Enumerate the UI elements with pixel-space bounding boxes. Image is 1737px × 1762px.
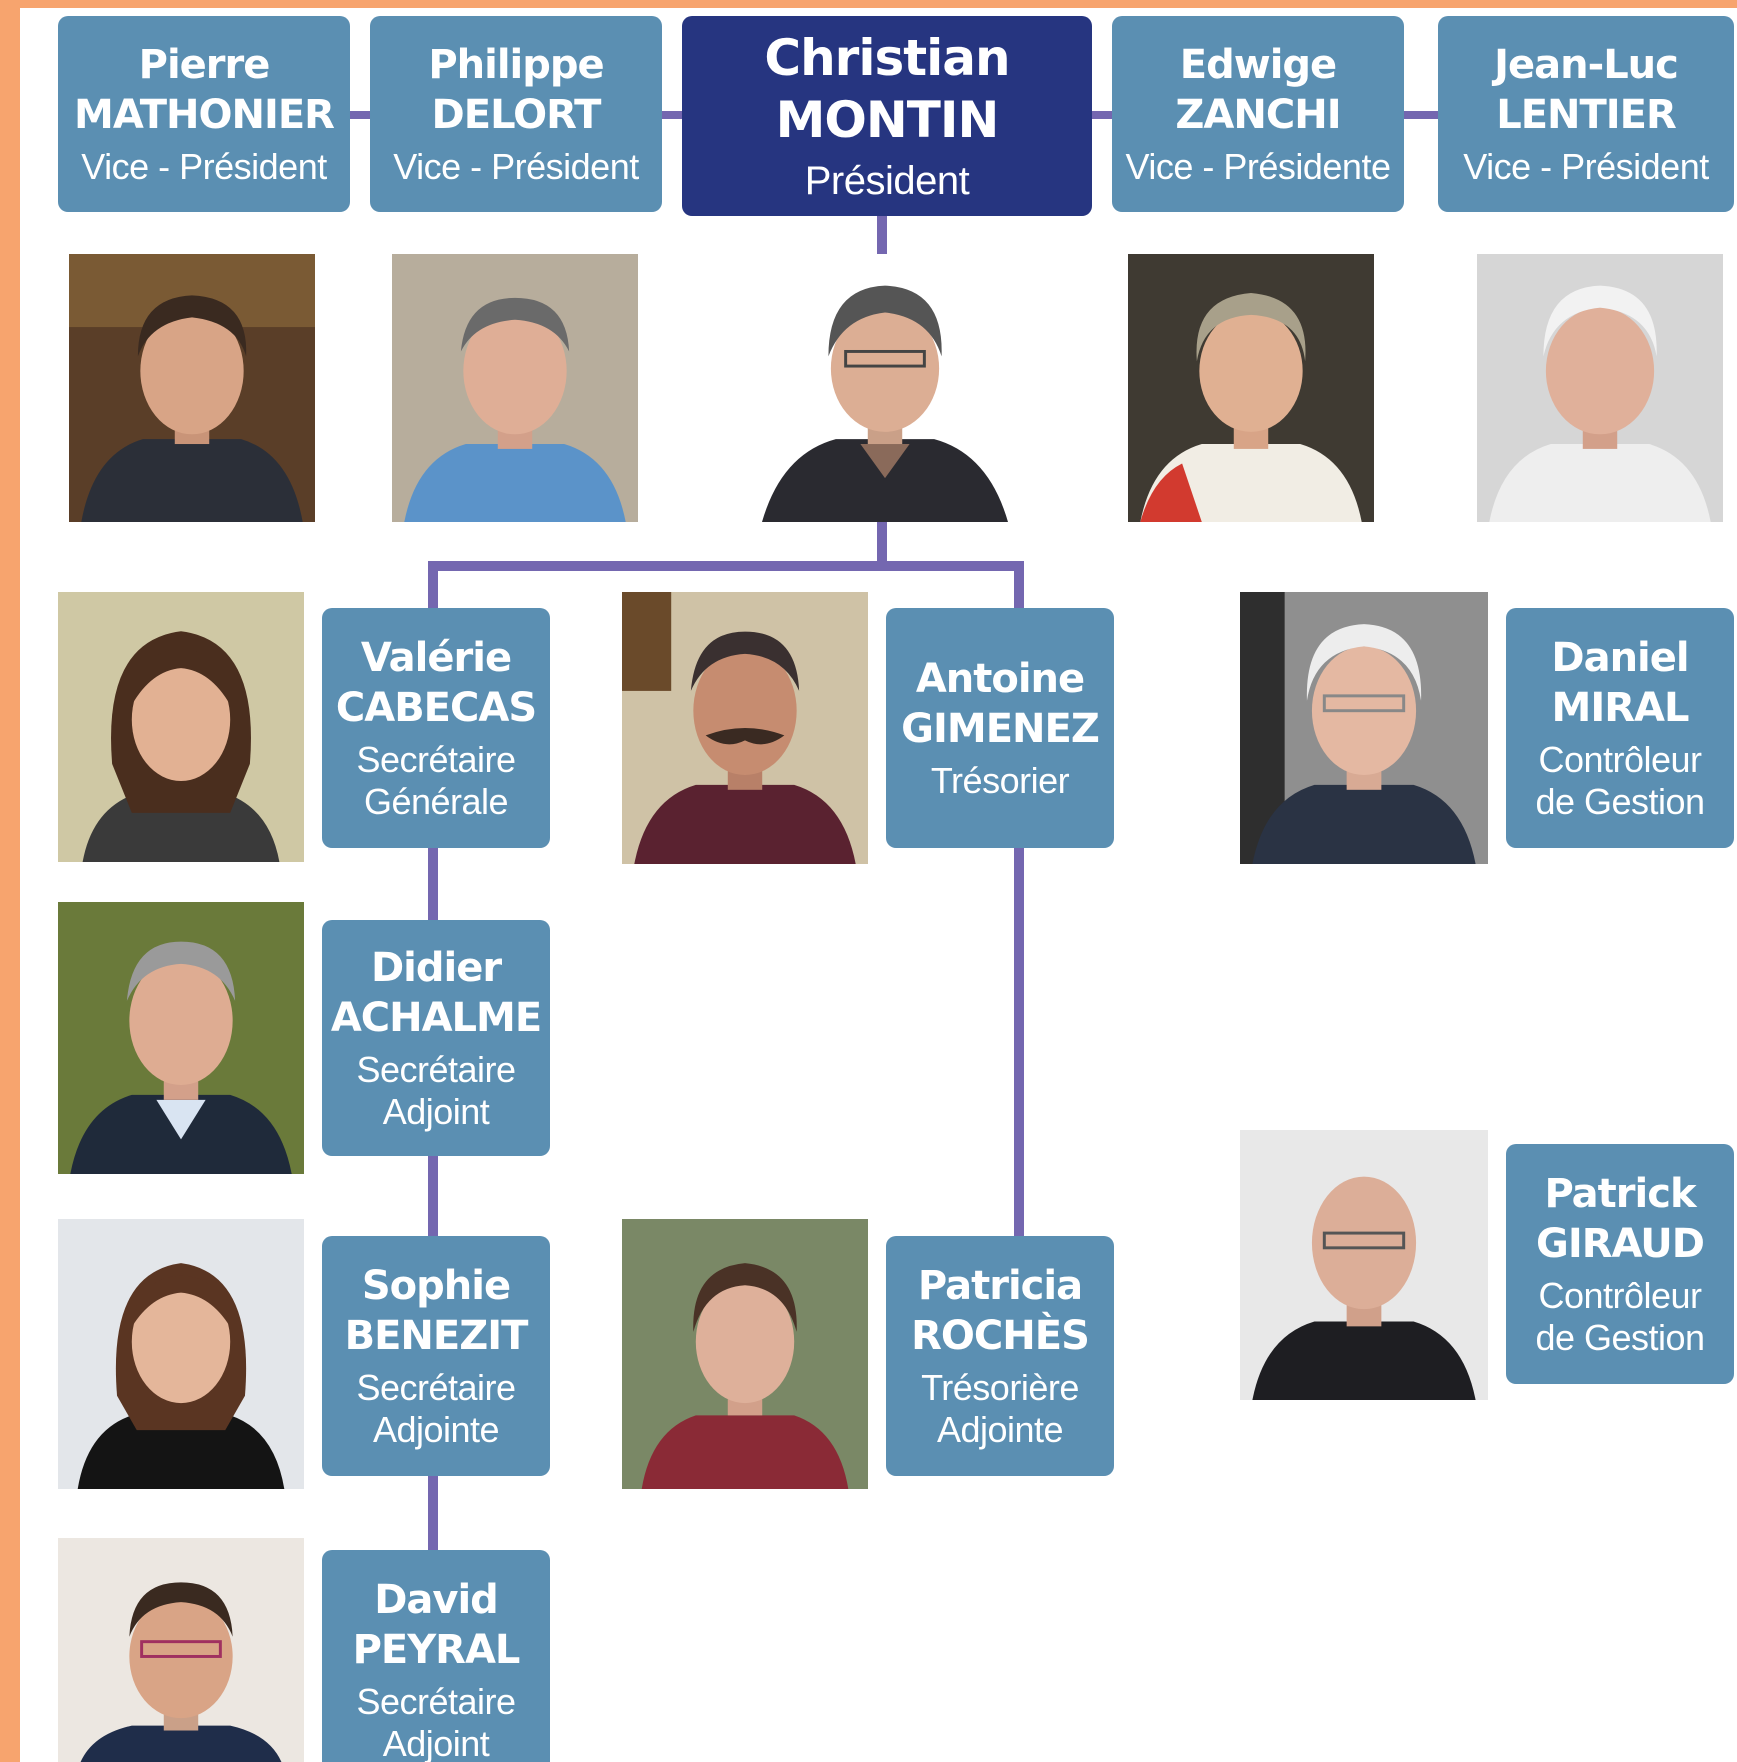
photo-jean-luc-lentier	[1477, 254, 1723, 522]
vice-president-box-4: Jean-Luc LENTIER Vice - Président	[1438, 16, 1734, 212]
secretary-box-1: Valérie CABECAS Secrétaire Générale	[322, 608, 550, 848]
role-line-2: de Gestion	[1535, 1317, 1705, 1358]
role-line-1: Trésorière	[921, 1366, 1079, 1408]
first-name: Patrick	[1544, 1170, 1696, 1217]
photo-patrick-giraud	[1240, 1130, 1488, 1400]
photo-daniel-miral	[1240, 592, 1488, 864]
photo-christian-montin	[762, 254, 1008, 522]
photo-valerie-cabecas	[58, 592, 304, 862]
role-line-1: Secrétaire	[356, 1680, 516, 1722]
role: Vice - Président	[393, 145, 639, 187]
last-name: PEYRAL	[352, 1626, 521, 1673]
photo-didier-achalme	[58, 902, 304, 1174]
last-name: ZANCHI	[1175, 91, 1341, 138]
last-name: MONTIN	[775, 91, 1000, 150]
last-name: GIMENEZ	[901, 705, 1100, 752]
treasurer-box-1: Antoine GIMENEZ Trésorier	[886, 608, 1114, 848]
connector-treasurer-branch	[1014, 561, 1024, 1241]
photo-antoine-gimenez	[622, 592, 868, 864]
first-name: Edwige	[1179, 41, 1337, 88]
first-name: Valérie	[360, 634, 512, 681]
role-line-2: de Gestion	[1535, 781, 1705, 822]
first-name: Pierre	[138, 41, 271, 88]
photo-david-peyral	[58, 1538, 304, 1762]
photo-pierre-mathonier	[69, 254, 315, 522]
photo-edwige-zanchi	[1128, 254, 1374, 522]
last-name: MATHONIER	[74, 91, 335, 138]
role: Président	[804, 158, 970, 203]
role-line-1: Secrétaire	[356, 1366, 516, 1408]
photo-sophie-benezit	[58, 1219, 304, 1489]
last-name: MIRAL	[1551, 684, 1690, 731]
last-name: DELORT	[431, 91, 602, 138]
first-name: Daniel	[1551, 634, 1689, 681]
president-box: Christian MONTIN Président	[682, 16, 1092, 216]
treasurer-box-2: Patricia ROCHÈS Trésorière Adjointe	[886, 1236, 1114, 1476]
role-line-1: Secrétaire	[356, 738, 516, 780]
last-name: BENEZIT	[344, 1312, 529, 1359]
photo-philippe-delort	[392, 254, 638, 522]
role-line-2: Adjointe	[936, 1409, 1064, 1450]
secretary-box-4: David PEYRAL Secrétaire Adjoint	[322, 1550, 550, 1762]
first-name: Patricia	[917, 1262, 1083, 1309]
connector-branch-horizontal	[428, 561, 1024, 571]
first-name: Antoine	[915, 655, 1085, 702]
vice-president-box-3: Edwige ZANCHI Vice - Présidente	[1112, 16, 1404, 212]
first-name: Didier	[370, 944, 502, 991]
first-name: Christian	[764, 28, 1010, 87]
role-line-1: Trésorier	[930, 759, 1070, 801]
role-line-2: Générale	[363, 781, 509, 822]
role-line-1: Secrétaire	[356, 1048, 516, 1090]
vice-president-box-2: Philippe DELORT Vice - Président	[370, 16, 662, 212]
last-name: ACHALME	[330, 994, 542, 1041]
role-line-2: Adjointe	[372, 1409, 500, 1450]
last-name: GIRAUD	[1536, 1220, 1705, 1267]
last-name: CABECAS	[335, 684, 537, 731]
last-name: LENTIER	[1496, 91, 1677, 138]
first-name: Jean-Luc	[1494, 41, 1679, 88]
vice-president-box-1: Pierre MATHONIER Vice - Président	[58, 16, 350, 212]
secretary-box-2: Didier ACHALME Secrétaire Adjoint	[322, 920, 550, 1156]
org-chart: Pierre MATHONIER Vice - Président Philip…	[20, 8, 1737, 1762]
role-line-1: Contrôleur	[1538, 738, 1702, 780]
role-line-2: Adjoint	[382, 1091, 490, 1132]
first-name: Sophie	[361, 1262, 511, 1309]
role-line-1: Contrôleur	[1538, 1274, 1702, 1316]
first-name: Philippe	[428, 41, 604, 88]
role: Vice - Présidente	[1125, 145, 1391, 187]
first-name: David	[374, 1576, 499, 1623]
photo-patricia-roches	[622, 1219, 868, 1489]
role-line-2: Adjoint	[382, 1723, 490, 1762]
role: Vice - Président	[1463, 145, 1709, 187]
controller-box-2: Patrick GIRAUD Contrôleur de Gestion	[1506, 1144, 1734, 1384]
controller-box-1: Daniel MIRAL Contrôleur de Gestion	[1506, 608, 1734, 848]
secretary-box-3: Sophie BENEZIT Secrétaire Adjointe	[322, 1236, 550, 1476]
role: Vice - Président	[81, 145, 327, 187]
last-name: ROCHÈS	[911, 1312, 1090, 1359]
